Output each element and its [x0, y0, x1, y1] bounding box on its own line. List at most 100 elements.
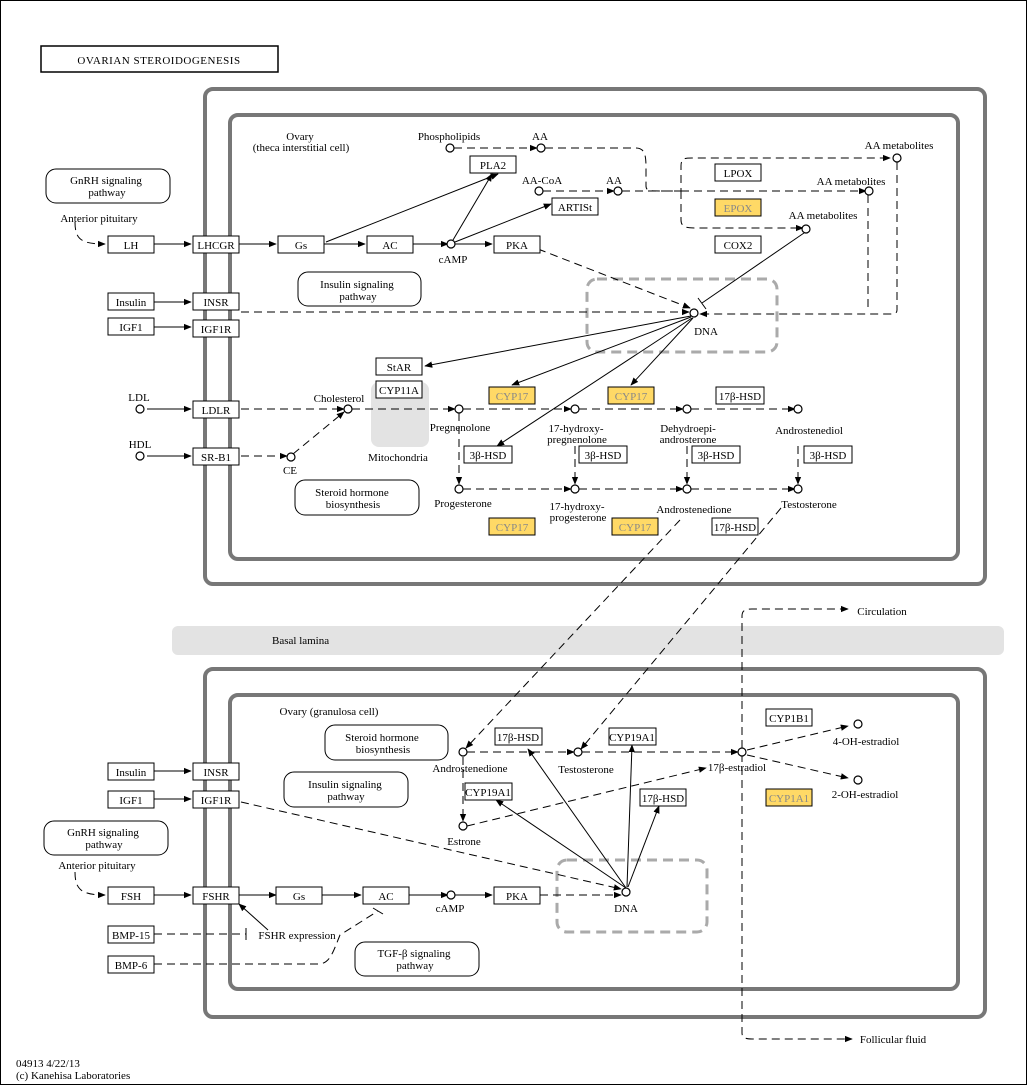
compound-dhea[interactable]: [682, 404, 692, 414]
gene-insulin-2[interactable]: Insulin: [107, 762, 155, 781]
gene-gs-1[interactable]: Gs: [277, 235, 325, 254]
compound-camp2[interactable]: [446, 890, 456, 900]
compound-dna1[interactable]: [689, 308, 699, 318]
compound-hdl[interactable]: [135, 451, 145, 461]
compound-aa2[interactable]: [613, 186, 623, 196]
gene-insr-1[interactable]: INSR: [192, 292, 240, 311]
svg-text:CYP19A1: CYP19A1: [609, 732, 655, 744]
gene-lpox[interactable]: LPOX: [714, 163, 762, 182]
gene-cyp1b1[interactable]: CYP1B1: [765, 708, 813, 727]
compound-17oh-progesterone[interactable]: [570, 484, 580, 494]
gene-cyp17-b[interactable]: CYP17: [607, 386, 655, 405]
gene-cyp17-a[interactable]: CYP17: [488, 386, 536, 405]
svg-text:CYP11A: CYP11A: [379, 385, 419, 397]
compound-estrone[interactable]: [458, 821, 468, 831]
gene-3bhsd-3[interactable]: 3β-HSD: [691, 445, 741, 464]
svg-text:LHCGR: LHCGR: [197, 240, 235, 252]
pathway-tgfb-line2: pathway: [396, 960, 434, 972]
gene-cyp17-c[interactable]: CYP17: [488, 517, 536, 536]
compound-androstenedione1[interactable]: [682, 484, 692, 494]
label-follicular: Follicular fluid: [860, 1034, 927, 1046]
gene-cyp1a1[interactable]: CYP1A1: [765, 788, 813, 807]
gene-lh[interactable]: LH: [107, 235, 155, 254]
gene-artist[interactable]: ARTISt: [551, 197, 599, 216]
gene-igf1-2[interactable]: IGF1: [107, 790, 155, 809]
pathway-tgfb[interactable]: TGF-β signaling pathway: [354, 941, 480, 977]
label-androstenedione1: Androstenedione: [656, 504, 731, 516]
pathway-insulin-2[interactable]: Insulin signaling pathway: [283, 771, 409, 808]
svg-text:PKA: PKA: [506, 240, 528, 252]
compound-progesterone[interactable]: [454, 484, 464, 494]
gene-cyp17-d[interactable]: CYP17: [611, 517, 659, 536]
gene-cyp19a1-2[interactable]: CYP19A1: [464, 782, 513, 801]
gene-srb1[interactable]: SR-B1: [192, 447, 240, 466]
gene-cyp19a1-1[interactable]: CYP19A1: [608, 727, 657, 746]
gene-igf1r-1[interactable]: IGF1R: [192, 319, 240, 338]
gene-17bhsd-1[interactable]: 17β-HSD: [715, 386, 765, 405]
gene-bmp15[interactable]: BMP-15: [107, 925, 155, 944]
gene-pla2[interactable]: PLA2: [469, 155, 517, 174]
gene-pka-2[interactable]: PKA: [493, 886, 541, 905]
gene-ldlr[interactable]: LDLR: [192, 400, 240, 419]
compound-testosterone1[interactable]: [793, 484, 803, 494]
compound-2oh-estradiol[interactable]: [853, 775, 863, 785]
compound-4oh-estradiol[interactable]: [853, 719, 863, 729]
pathway-steroid-1[interactable]: Steroid hormone biosynthesis: [294, 479, 420, 516]
compound-17oh-pregnenolone[interactable]: [570, 404, 580, 414]
gene-pka-1[interactable]: PKA: [493, 235, 541, 254]
pathway-steroid-2[interactable]: Steroid hormone biosynthesis: [324, 724, 449, 761]
svg-text:CYP17: CYP17: [619, 522, 652, 534]
gene-gs-2[interactable]: Gs: [275, 886, 323, 905]
compound-androstenediol[interactable]: [793, 404, 803, 414]
compound-aa1[interactable]: [536, 143, 546, 153]
label-aa1: AA: [532, 131, 548, 143]
label-phospholipids: Phospholipids: [418, 131, 480, 143]
gene-ac-2[interactable]: AC: [362, 886, 410, 905]
gene-insulin-1[interactable]: Insulin: [107, 292, 155, 311]
gene-17bhsd-4[interactable]: 17β-HSD: [639, 788, 687, 807]
compound-estradiol[interactable]: [737, 747, 747, 757]
compound-aamet3[interactable]: [801, 224, 811, 234]
gene-igf1-1[interactable]: IGF1: [107, 317, 155, 336]
compound-camp1[interactable]: [446, 239, 456, 249]
gene-igf1r-2[interactable]: IGF1R: [192, 790, 240, 809]
gene-bmp6[interactable]: BMP-6: [107, 955, 155, 974]
gene-3bhsd-1[interactable]: 3β-HSD: [463, 445, 513, 464]
pathway-insulin-1-line1: Insulin signaling: [320, 279, 394, 291]
svg-text:SR-B1: SR-B1: [201, 452, 231, 464]
gene-17bhsd-2[interactable]: 17β-HSD: [711, 517, 759, 536]
gene-star[interactable]: StAR: [375, 357, 423, 376]
gene-cox2[interactable]: COX2: [714, 235, 762, 254]
pathway-gnrh-2[interactable]: GnRH signaling pathway: [43, 820, 169, 856]
gene-insr-2[interactable]: INSR: [192, 762, 240, 781]
gene-lhcgr[interactable]: LHCGR: [192, 235, 240, 254]
svg-text:CYP17: CYP17: [615, 391, 648, 403]
pathway-insulin-1[interactable]: Insulin signaling pathway: [297, 271, 422, 307]
basal-lamina-band: [172, 626, 1004, 655]
compound-pregnenolone[interactable]: [454, 404, 464, 414]
gene-fsh[interactable]: FSH: [107, 886, 155, 905]
label-ohpreg-1: 17-hydroxy-: [549, 423, 604, 435]
compound-aamet2[interactable]: [864, 186, 874, 196]
compound-ldl[interactable]: [135, 404, 145, 414]
gene-3bhsd-2[interactable]: 3β-HSD: [578, 445, 628, 464]
label-ohprog-2: progesterone: [550, 512, 607, 524]
gene-3bhsd-4[interactable]: 3β-HSD: [803, 445, 853, 464]
genes: LH LHCGR Gs AC PKA PLA2 ARTISt LPOX EPOX…: [107, 155, 853, 974]
compound-aacoa[interactable]: [534, 186, 544, 196]
compound-aamet1[interactable]: [892, 153, 902, 163]
compound-ce[interactable]: [286, 452, 296, 462]
compound-dna2[interactable]: [621, 887, 631, 897]
gene-ac-1[interactable]: AC: [366, 235, 414, 254]
gene-epox[interactable]: EPOX: [714, 198, 762, 217]
pathway-gnrh-1-line2: pathway: [88, 187, 126, 199]
gene-fshr[interactable]: FSHR: [192, 886, 240, 905]
compound-phospholipids[interactable]: [445, 143, 455, 153]
compound-cholesterol[interactable]: [343, 404, 353, 414]
label-4oh: 4-OH-estradiol: [833, 736, 900, 748]
compound-androstenedione2[interactable]: [458, 747, 468, 757]
compound-testosterone2[interactable]: [573, 747, 583, 757]
gene-cyp11a[interactable]: CYP11A: [375, 380, 423, 399]
gene-17bhsd-3[interactable]: 17β-HSD: [494, 727, 543, 746]
pathway-gnrh-1[interactable]: GnRH signaling pathway: [45, 168, 171, 204]
